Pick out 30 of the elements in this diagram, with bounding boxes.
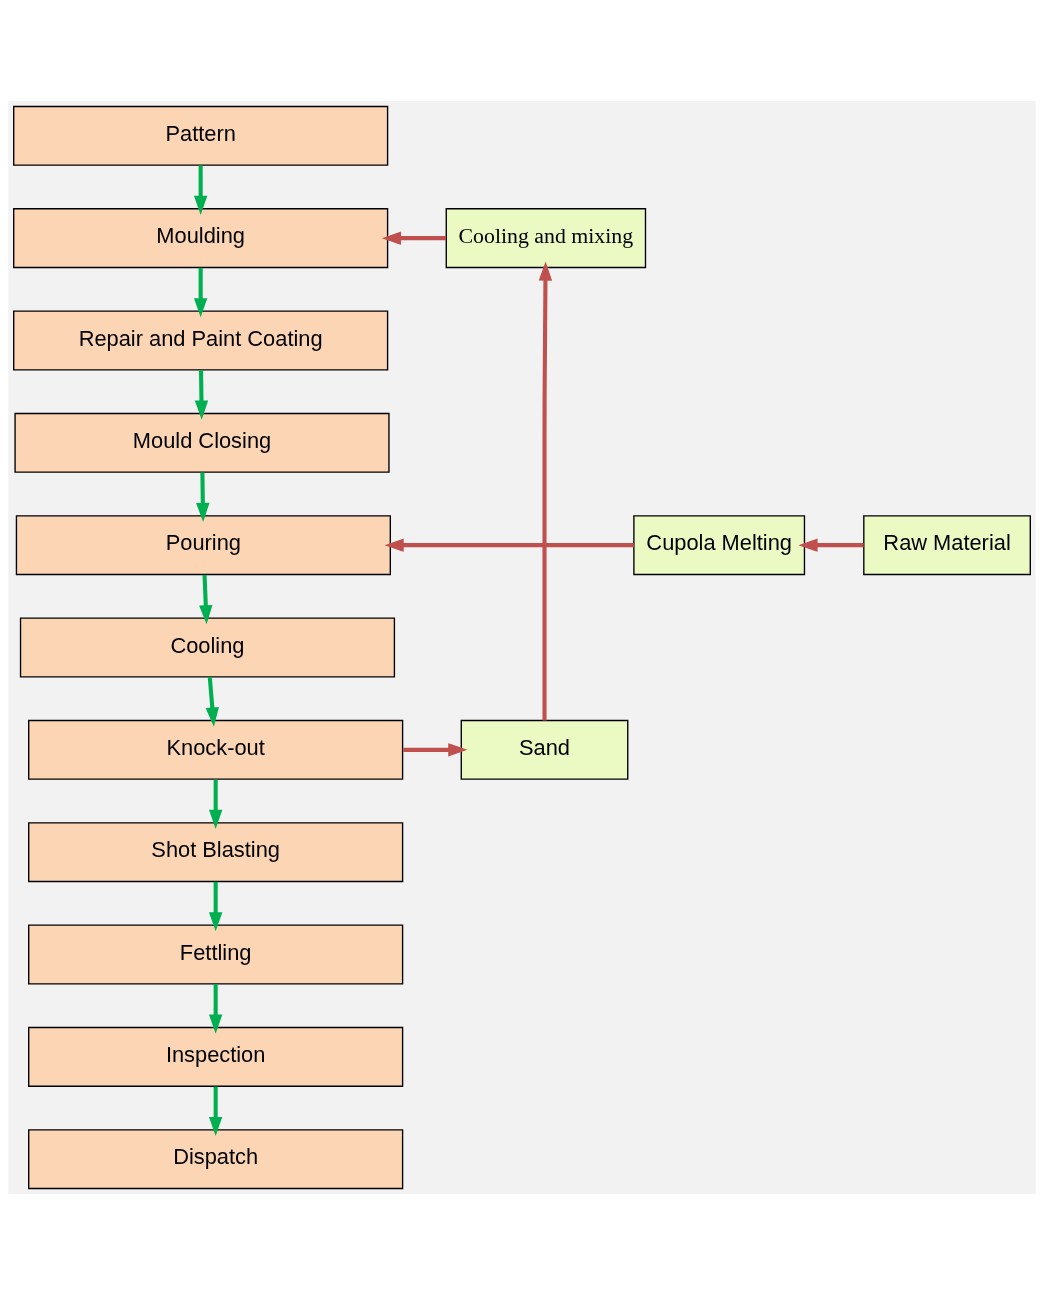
- node-box: Pouring: [15, 514, 391, 575]
- arrow: [194, 369, 209, 420]
- node-box: Inspection: [28, 1026, 404, 1087]
- arrow: [199, 574, 213, 624]
- node-box: Pattern: [13, 105, 389, 166]
- arrow: [798, 537, 864, 552]
- arrow: [193, 164, 208, 215]
- arrow: [196, 471, 210, 522]
- arrow: [403, 742, 468, 757]
- node-box: Shot Blasting: [28, 821, 404, 882]
- node-box: Dispatch: [28, 1128, 404, 1189]
- arrow: [208, 881, 223, 931]
- node-box: Mould Closing: [14, 412, 390, 473]
- arrow: [381, 230, 447, 245]
- node-box: Fettling: [28, 924, 404, 985]
- node-box: Cooling: [19, 617, 396, 677]
- node-box: Repair and Paint Coating: [13, 309, 389, 370]
- node-box: Raw Material: [863, 514, 1031, 575]
- node-box: Knock-out: [28, 719, 404, 780]
- arrow: [208, 779, 223, 829]
- arrow: [208, 983, 223, 1034]
- node-box: Moulding: [13, 207, 389, 268]
- arrow: [208, 1086, 223, 1136]
- arrow: [193, 267, 208, 317]
- arrow: [205, 676, 219, 727]
- arrow: [384, 537, 634, 552]
- node-box: Cupola Melting: [633, 514, 806, 575]
- arrow: [538, 260, 553, 720]
- node-box: Cooling and mixing: [445, 207, 647, 268]
- node-box: Sand: [460, 719, 629, 780]
